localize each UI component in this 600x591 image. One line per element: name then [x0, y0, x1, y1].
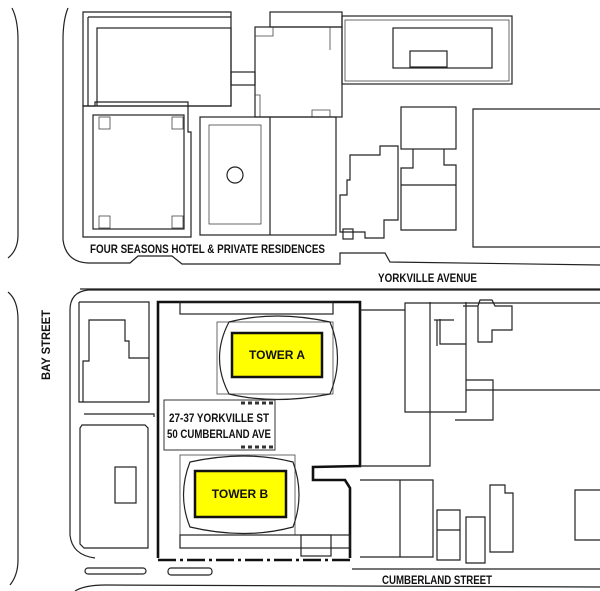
fountain: [226, 166, 244, 184]
cumberland-street-label: CUMBERLAND STREET: [382, 573, 493, 587]
buildings-east-north: [339, 106, 600, 248]
four-seasons-building-north: [82, 11, 232, 107]
skybridge: [230, 71, 256, 86]
podium-strip-south: [179, 534, 351, 557]
median-east: [167, 567, 213, 576]
buildings-east-south: [360, 299, 600, 564]
building-west-upper: [78, 301, 150, 403]
tower-a-label: TOWER A: [249, 348, 305, 362]
building-center-north: [254, 11, 343, 118]
tower-b-label: TOWER B: [212, 487, 269, 501]
long-building-northeast: [341, 15, 513, 85]
bay-street-west-curb-south: [7, 291, 19, 586]
median-west: [84, 567, 147, 575]
tower-b: TOWER B: [179, 454, 300, 536]
north-block-curb: [62, 7, 600, 266]
plaza: [199, 116, 337, 236]
four-seasons-tower: [82, 101, 192, 238]
cumberland-south-curb: [74, 584, 600, 591]
hotel-label: FOUR SEASONS HOTEL & PRIVATE RESIDENCES: [90, 242, 325, 256]
site-address-box: 27-37 YORKVILLE ST 50 CUMBERLAND AVE: [163, 399, 276, 451]
bay-street-label: BAY STREET: [39, 309, 53, 380]
building-west-lower: [79, 413, 155, 549]
tower-a: TOWER A: [216, 315, 339, 401]
address-line-2: 50 CUMBERLAND AVE: [167, 429, 271, 441]
south-block-curb: [69, 289, 600, 559]
address-line-1: 27-37 YORKVILLE ST: [169, 413, 269, 425]
bay-street-west-curb: [7, 7, 19, 259]
podium-strip-north: [179, 301, 334, 315]
yorkville-avenue-label: YORKVILLE AVENUE: [378, 271, 477, 285]
